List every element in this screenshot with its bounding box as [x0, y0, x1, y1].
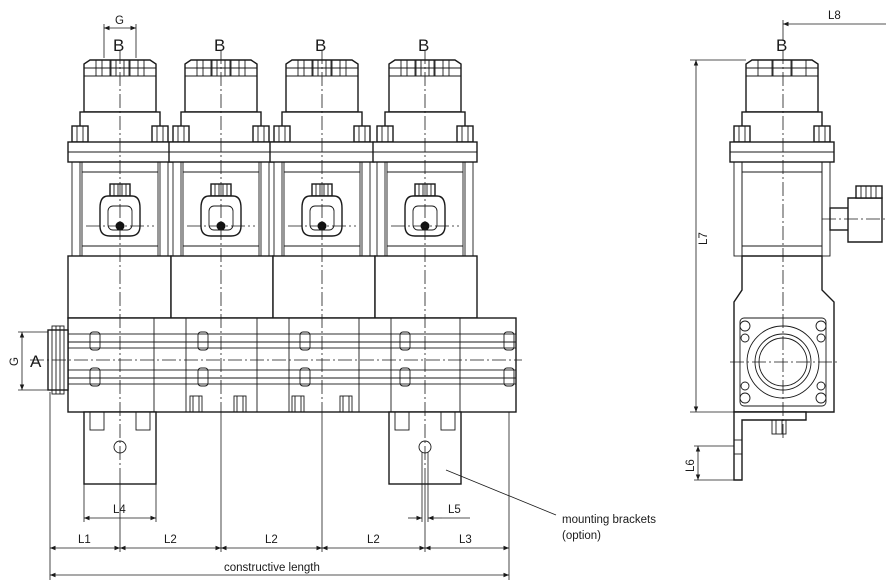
dim-g-top-label: G	[115, 15, 124, 27]
port-b-label-3: B	[315, 36, 326, 55]
dimension-l8: L8	[782, 10, 886, 40]
dimension-l6: L6	[685, 445, 734, 481]
valve-body-blocks	[67, 255, 478, 319]
front-view: B B B B A G G L4	[9, 15, 656, 580]
dim-l5-label: L5	[448, 504, 461, 516]
dimension-chain: L1 L2 L2 L2 L3	[49, 392, 510, 580]
port-b-label-2: B	[214, 36, 225, 55]
callout-line-1: mounting brackets	[562, 514, 656, 526]
port-a-label: A	[30, 352, 42, 371]
dim-l2-label-1: L2	[164, 534, 177, 546]
manifold-block	[67, 317, 517, 413]
dim-l7-label: L7	[698, 232, 710, 245]
dimension-g-top: G	[103, 15, 137, 58]
dimension-l5: L5	[408, 452, 470, 522]
callout-line-2: (option)	[562, 530, 601, 542]
center-lines	[30, 50, 522, 470]
dim-l6-label: L6	[685, 459, 697, 472]
dimension-constructive-length: constructive length	[50, 562, 509, 578]
side-connector	[822, 185, 886, 243]
port-b-label-1: B	[113, 36, 124, 55]
dim-l2-label-2: L2	[265, 534, 278, 546]
dim-l3-label: L3	[459, 534, 472, 546]
dim-g-left-label: G	[9, 357, 21, 366]
dim-l1-label: L1	[78, 534, 91, 546]
dimension-l7: L7	[690, 59, 746, 413]
side-view: B L8 L7 L6	[685, 10, 886, 481]
dim-l2-label-3: L2	[367, 534, 380, 546]
port-b-label-4: B	[418, 36, 429, 55]
dim-l8-label: L8	[828, 10, 841, 22]
mounting-brackets-callout: mounting brackets (option)	[445, 469, 656, 542]
dimension-g-left: G	[9, 331, 48, 391]
side-port-b-label: B	[776, 36, 787, 55]
dim-constructive-length-label: constructive length	[224, 562, 320, 574]
side-mounting-bracket	[733, 411, 807, 481]
